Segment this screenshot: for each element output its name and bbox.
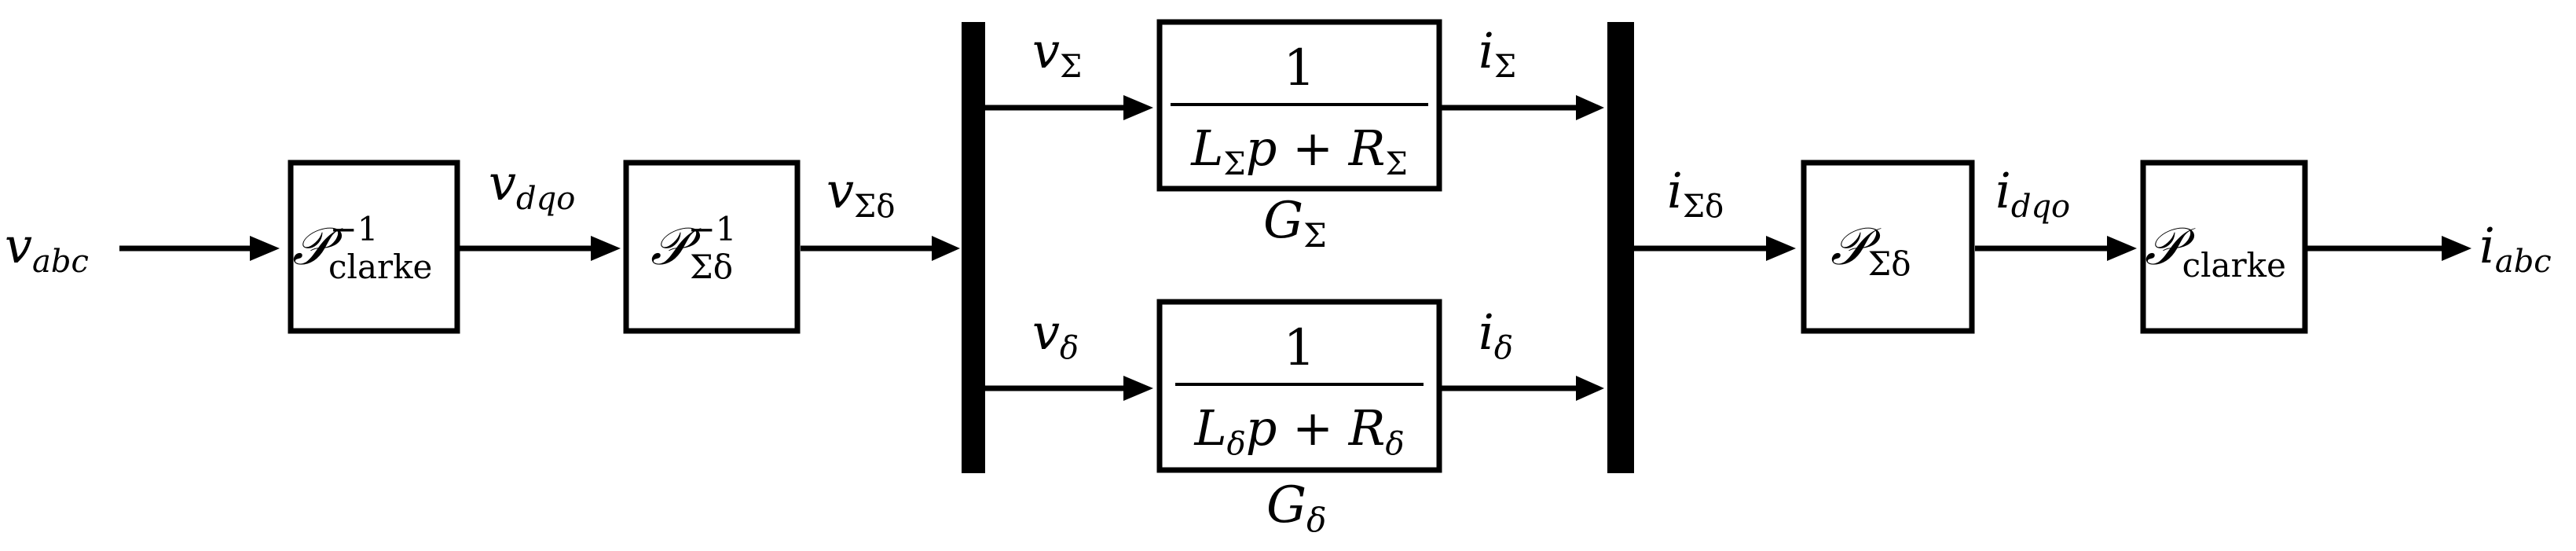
signal-label-i-delta: iδ	[1479, 303, 1513, 366]
block-g-sigma	[1156, 19, 1442, 192]
arrow-heads	[250, 95, 2472, 401]
split-bar	[962, 22, 985, 473]
block-sub-inv-clarke: clarke	[328, 248, 432, 286]
arrow-head-icon	[1576, 95, 1604, 120]
arrow-head-icon	[1576, 376, 1604, 401]
block-inv-clarke	[288, 160, 460, 334]
arrow-head-icon	[1123, 376, 1153, 401]
connection-lines	[119, 105, 2442, 391]
block-sub-inv-sigma-delta: Σδ	[690, 248, 733, 286]
block-g-delta	[1156, 299, 1442, 473]
g-delta-name: Gδ	[1266, 476, 1326, 539]
signal-label-v-sigma-delta: vΣδ	[826, 162, 895, 225]
arrow-head-icon	[1766, 236, 1796, 261]
signal-label-i-sigma: iΣ	[1479, 22, 1516, 85]
signal-label-i-sigma-delta: iΣδ	[1667, 162, 1724, 225]
block-frames	[288, 19, 2308, 473]
signal-label-v-abc: vabc	[5, 217, 89, 280]
signal-label-v-sigma: vΣ	[1032, 22, 1082, 85]
g-delta-denominator: Lδp + Rδ	[1193, 399, 1404, 462]
signal-label-i-dqo: idqo	[1995, 162, 2070, 225]
arrow-head-icon	[250, 236, 280, 261]
g-sigma-denominator: LΣp + RΣ	[1190, 119, 1407, 182]
arrow-head-icon	[932, 236, 960, 261]
arrow-head-icon	[591, 236, 621, 261]
block-p-sigma-delta	[1801, 160, 1975, 334]
block-label-p-clarke: 𝒫clarke	[2145, 216, 2286, 285]
arrow-head-icon	[1123, 95, 1153, 120]
signal-label-v-delta: vδ	[1032, 303, 1079, 366]
g-sigma-numerator: 1	[1284, 39, 1316, 97]
arrow-head-icon	[2107, 236, 2137, 261]
arrow-head-icon	[2442, 236, 2472, 261]
g-delta-numerator: 1	[1284, 319, 1316, 377]
g-sigma-name: GΣ	[1263, 192, 1327, 255]
signal-label-i-abc: iabc	[2479, 217, 2552, 280]
block-p-clarke	[2140, 160, 2308, 334]
signal-label-v-dqo: vdqo	[489, 154, 575, 217]
merge-bar	[1607, 22, 1634, 473]
block-label-p-sigma-delta: 𝒫Σδ	[1830, 216, 1911, 283]
block-inv-sigma-delta	[623, 160, 801, 334]
